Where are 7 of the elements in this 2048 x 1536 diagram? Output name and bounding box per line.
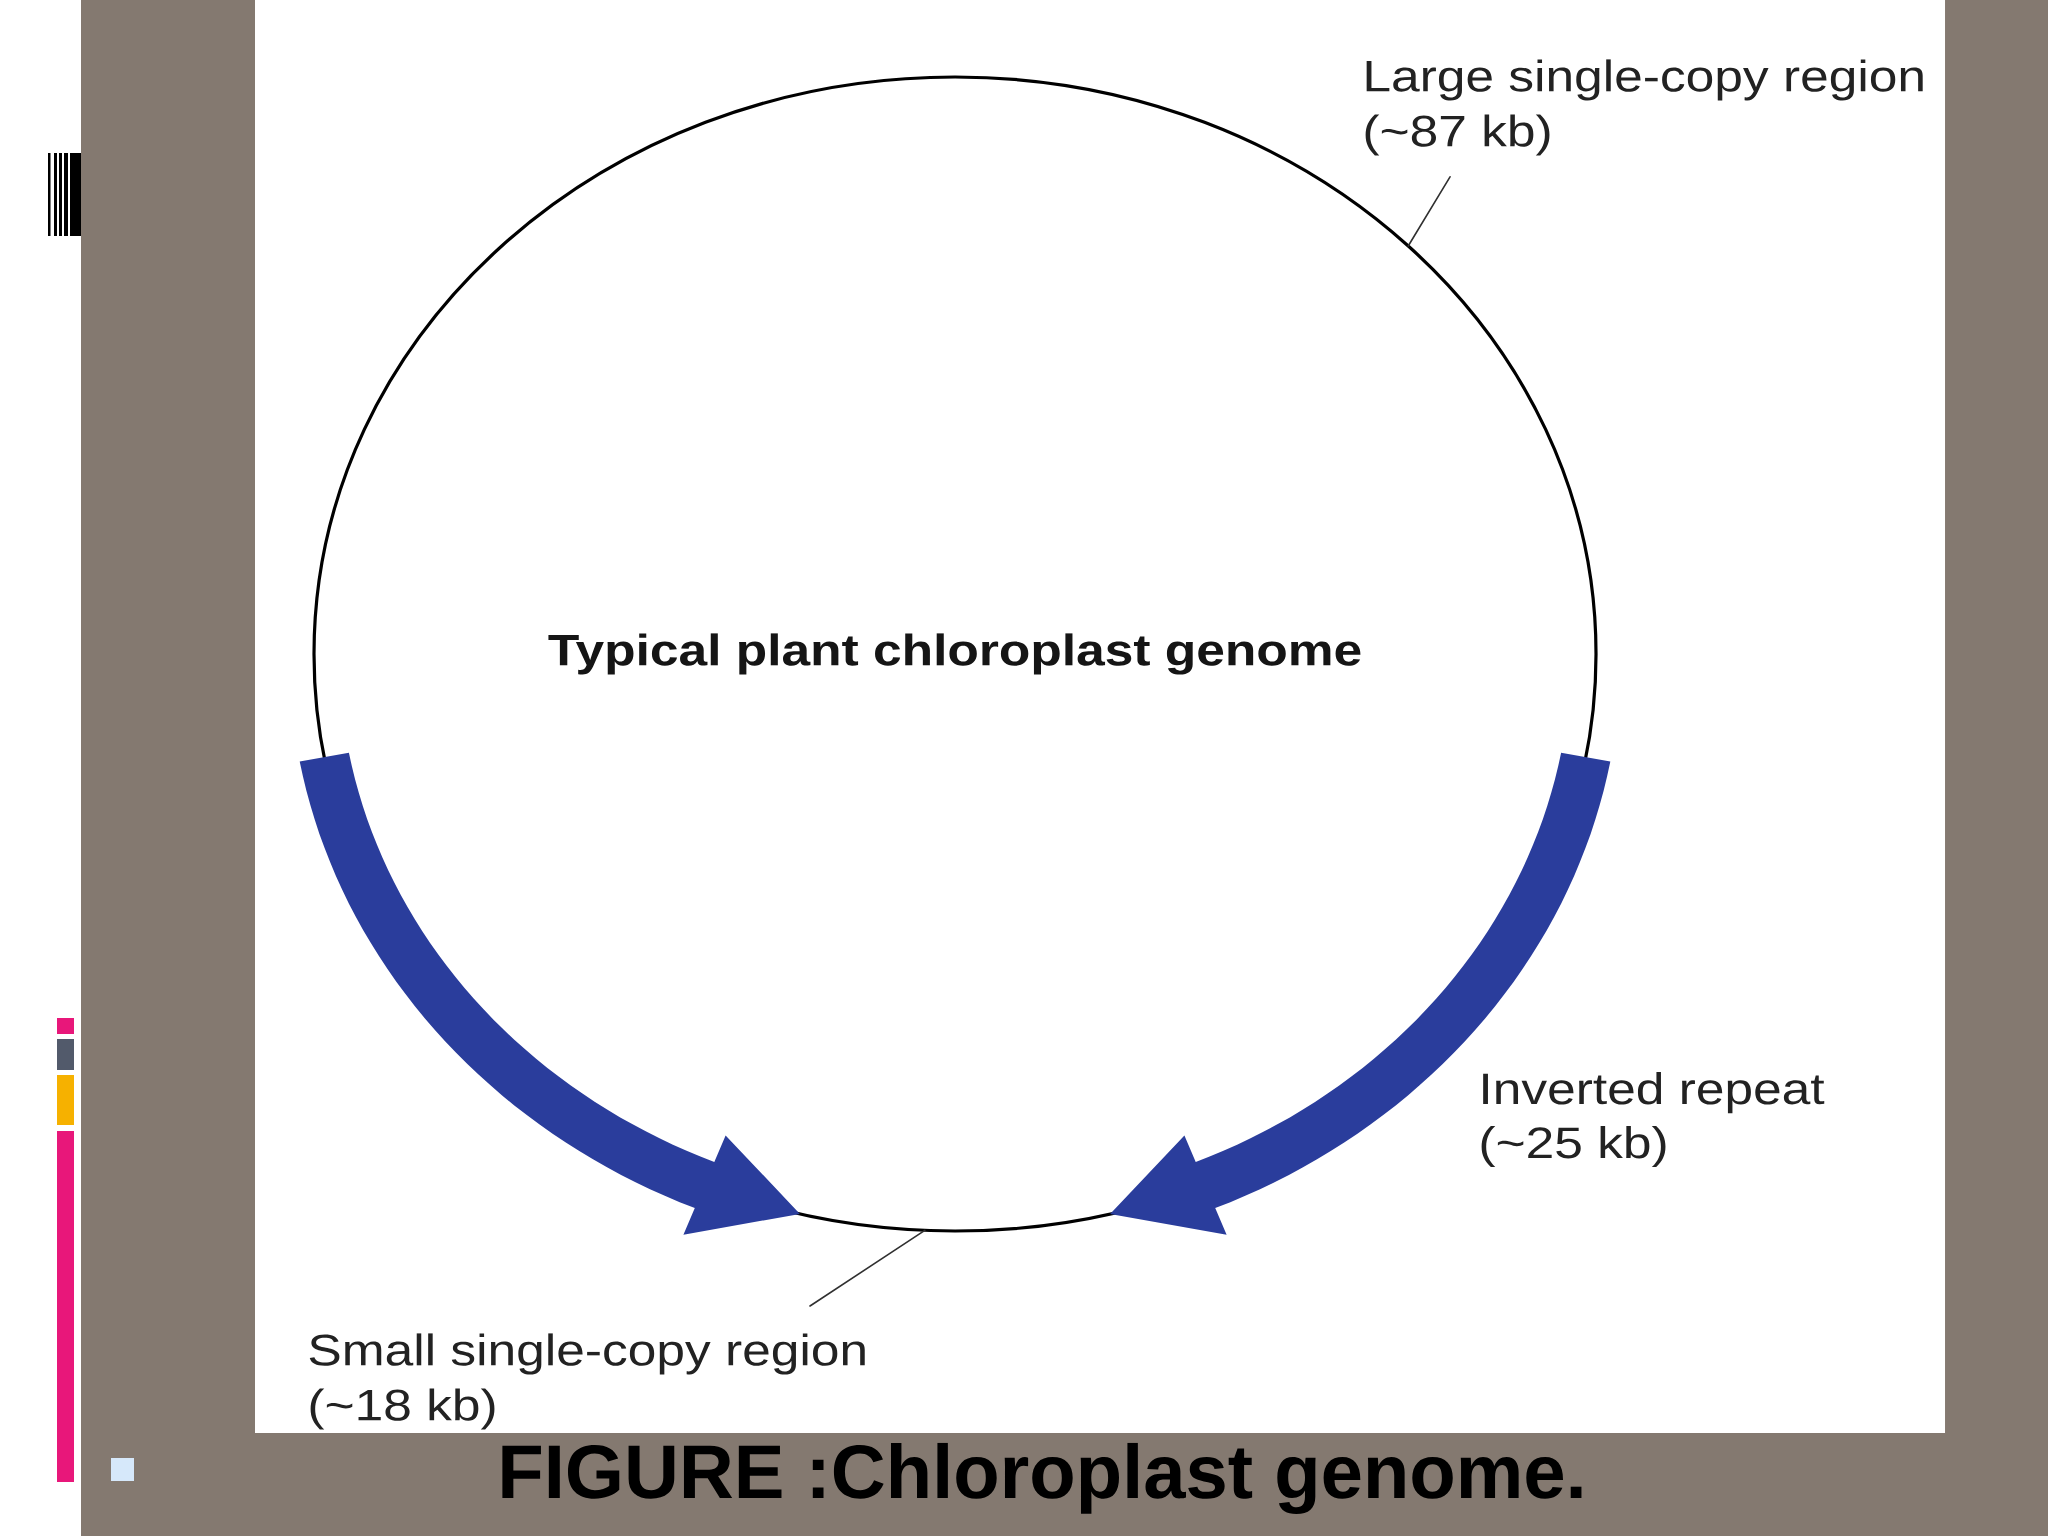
region-label: (~25 kb) [1481, 1126, 1666, 1168]
region-label: Large single-copy region (~87 kb) [1365, 59, 1923, 156]
region-label: Inverted repeat [1483, 1072, 1825, 1114]
region-label: Small single-copy region (~18 kb) [309, 1333, 865, 1430]
figure-caption: FIGURE :Chloroplast genome. [502, 1442, 1582, 1515]
leader-line [809, 1229, 926, 1307]
leader-line [1407, 176, 1451, 247]
